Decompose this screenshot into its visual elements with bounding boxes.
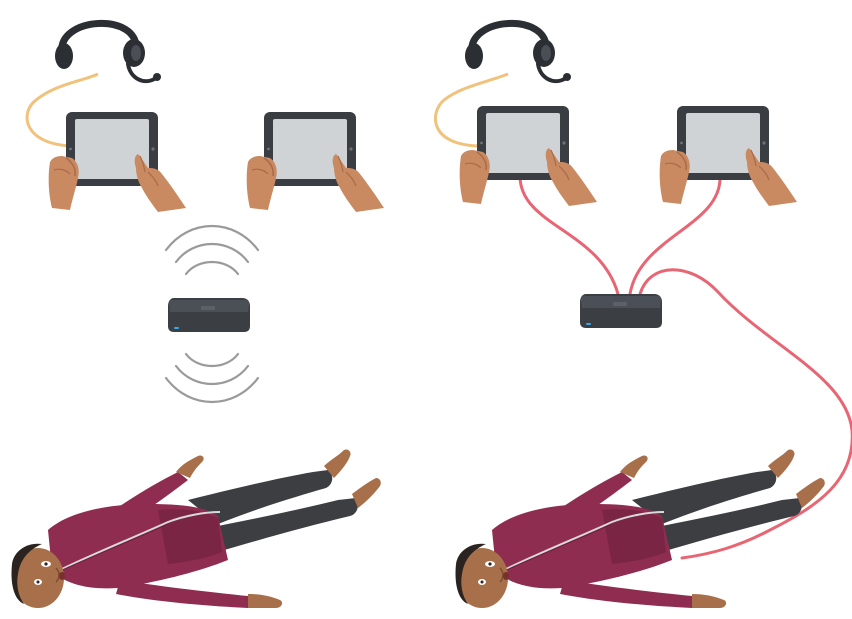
tablet-icon	[660, 106, 797, 206]
headset-icon	[55, 23, 161, 81]
link-box-icon	[168, 298, 250, 332]
tablet-icon	[247, 112, 384, 212]
tablet-icon	[49, 112, 186, 212]
wired-setup-panel	[435, 23, 852, 608]
link-box-icon	[580, 294, 662, 328]
headset-icon	[465, 23, 571, 81]
manikin-icon	[12, 449, 381, 608]
wireless-setup-panel	[12, 23, 385, 608]
tablet-icon	[460, 106, 597, 206]
